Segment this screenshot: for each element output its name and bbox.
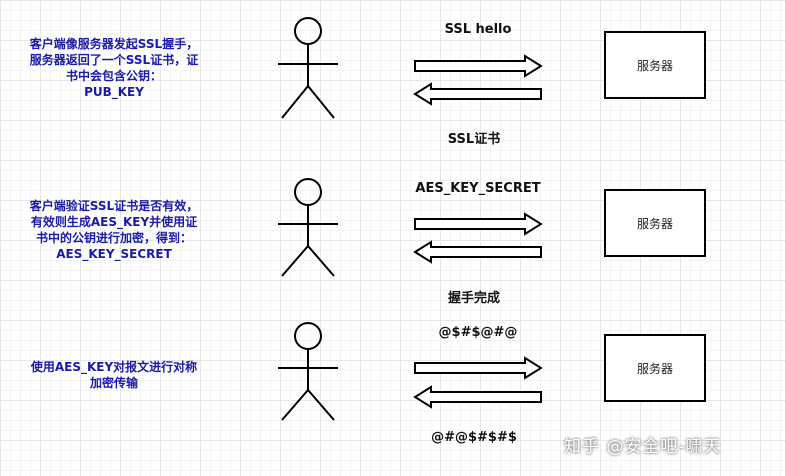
message-aes-key-secret: AES_KEY_SECRET: [415, 181, 541, 196]
message-encrypted-response: @#@$#$#$: [431, 430, 517, 445]
note-line: 加密传输: [89, 376, 138, 390]
server-3-box: 服务器: [604, 334, 706, 402]
server-label: 服务器: [636, 58, 673, 73]
client-3-stick-figure: [278, 322, 338, 421]
step-2-note: 客户端验证SSL证书是否有效， 有效则生成AES_KEY并使用证 书中的公钥进行…: [14, 198, 214, 262]
arrow-right-request-2: [414, 212, 543, 236]
message-ssl-hello: SSL hello: [444, 22, 512, 37]
server-1-box: 服务器: [604, 31, 706, 99]
note-line: 有效则生成AES_KEY并使用证: [30, 215, 198, 229]
client-2-stick-figure: [278, 178, 338, 277]
arrow-left-response-2: [413, 240, 542, 264]
zhihu-watermark: 知乎 @安全吧-啸天: [564, 437, 722, 457]
note-line: 客户端验证SSL证书是否有效，: [29, 199, 199, 213]
note-line: 服务器返回了一个SSL证书，证: [29, 53, 199, 67]
client-1-stick-figure: [278, 17, 338, 119]
note-line: 书中会包含公钥：: [65, 69, 162, 83]
note-line: AES_KEY_SECRET: [56, 247, 172, 261]
note-line: 使用AES_KEY对报文进行对称: [30, 360, 198, 374]
message-ssl-certificate: SSL证书: [447, 132, 501, 147]
server-label: 服务器: [636, 361, 673, 376]
note-line: 书中的公钥进行加密，得到：: [35, 231, 192, 245]
message-handshake-complete: 握手完成: [447, 291, 501, 306]
server-label: 服务器: [636, 216, 673, 231]
step-3-note: 使用AES_KEY对报文进行对称 加密传输: [14, 359, 214, 391]
arrow-left-response-1: [413, 82, 542, 106]
arrow-right-request-3: [414, 356, 543, 380]
step-1-note: 客户端像服务器发起SSL握手， 服务器返回了一个SSL证书，证 书中会包含公钥：…: [14, 36, 214, 100]
message-encrypted-request: @$#$@#@: [438, 325, 518, 340]
arrow-right-request-1: [414, 54, 543, 78]
note-line: 客户端像服务器发起SSL握手，: [29, 37, 199, 51]
server-2-box: 服务器: [604, 189, 706, 257]
arrow-left-response-3: [413, 385, 542, 409]
note-line: PUB_KEY: [84, 85, 144, 99]
